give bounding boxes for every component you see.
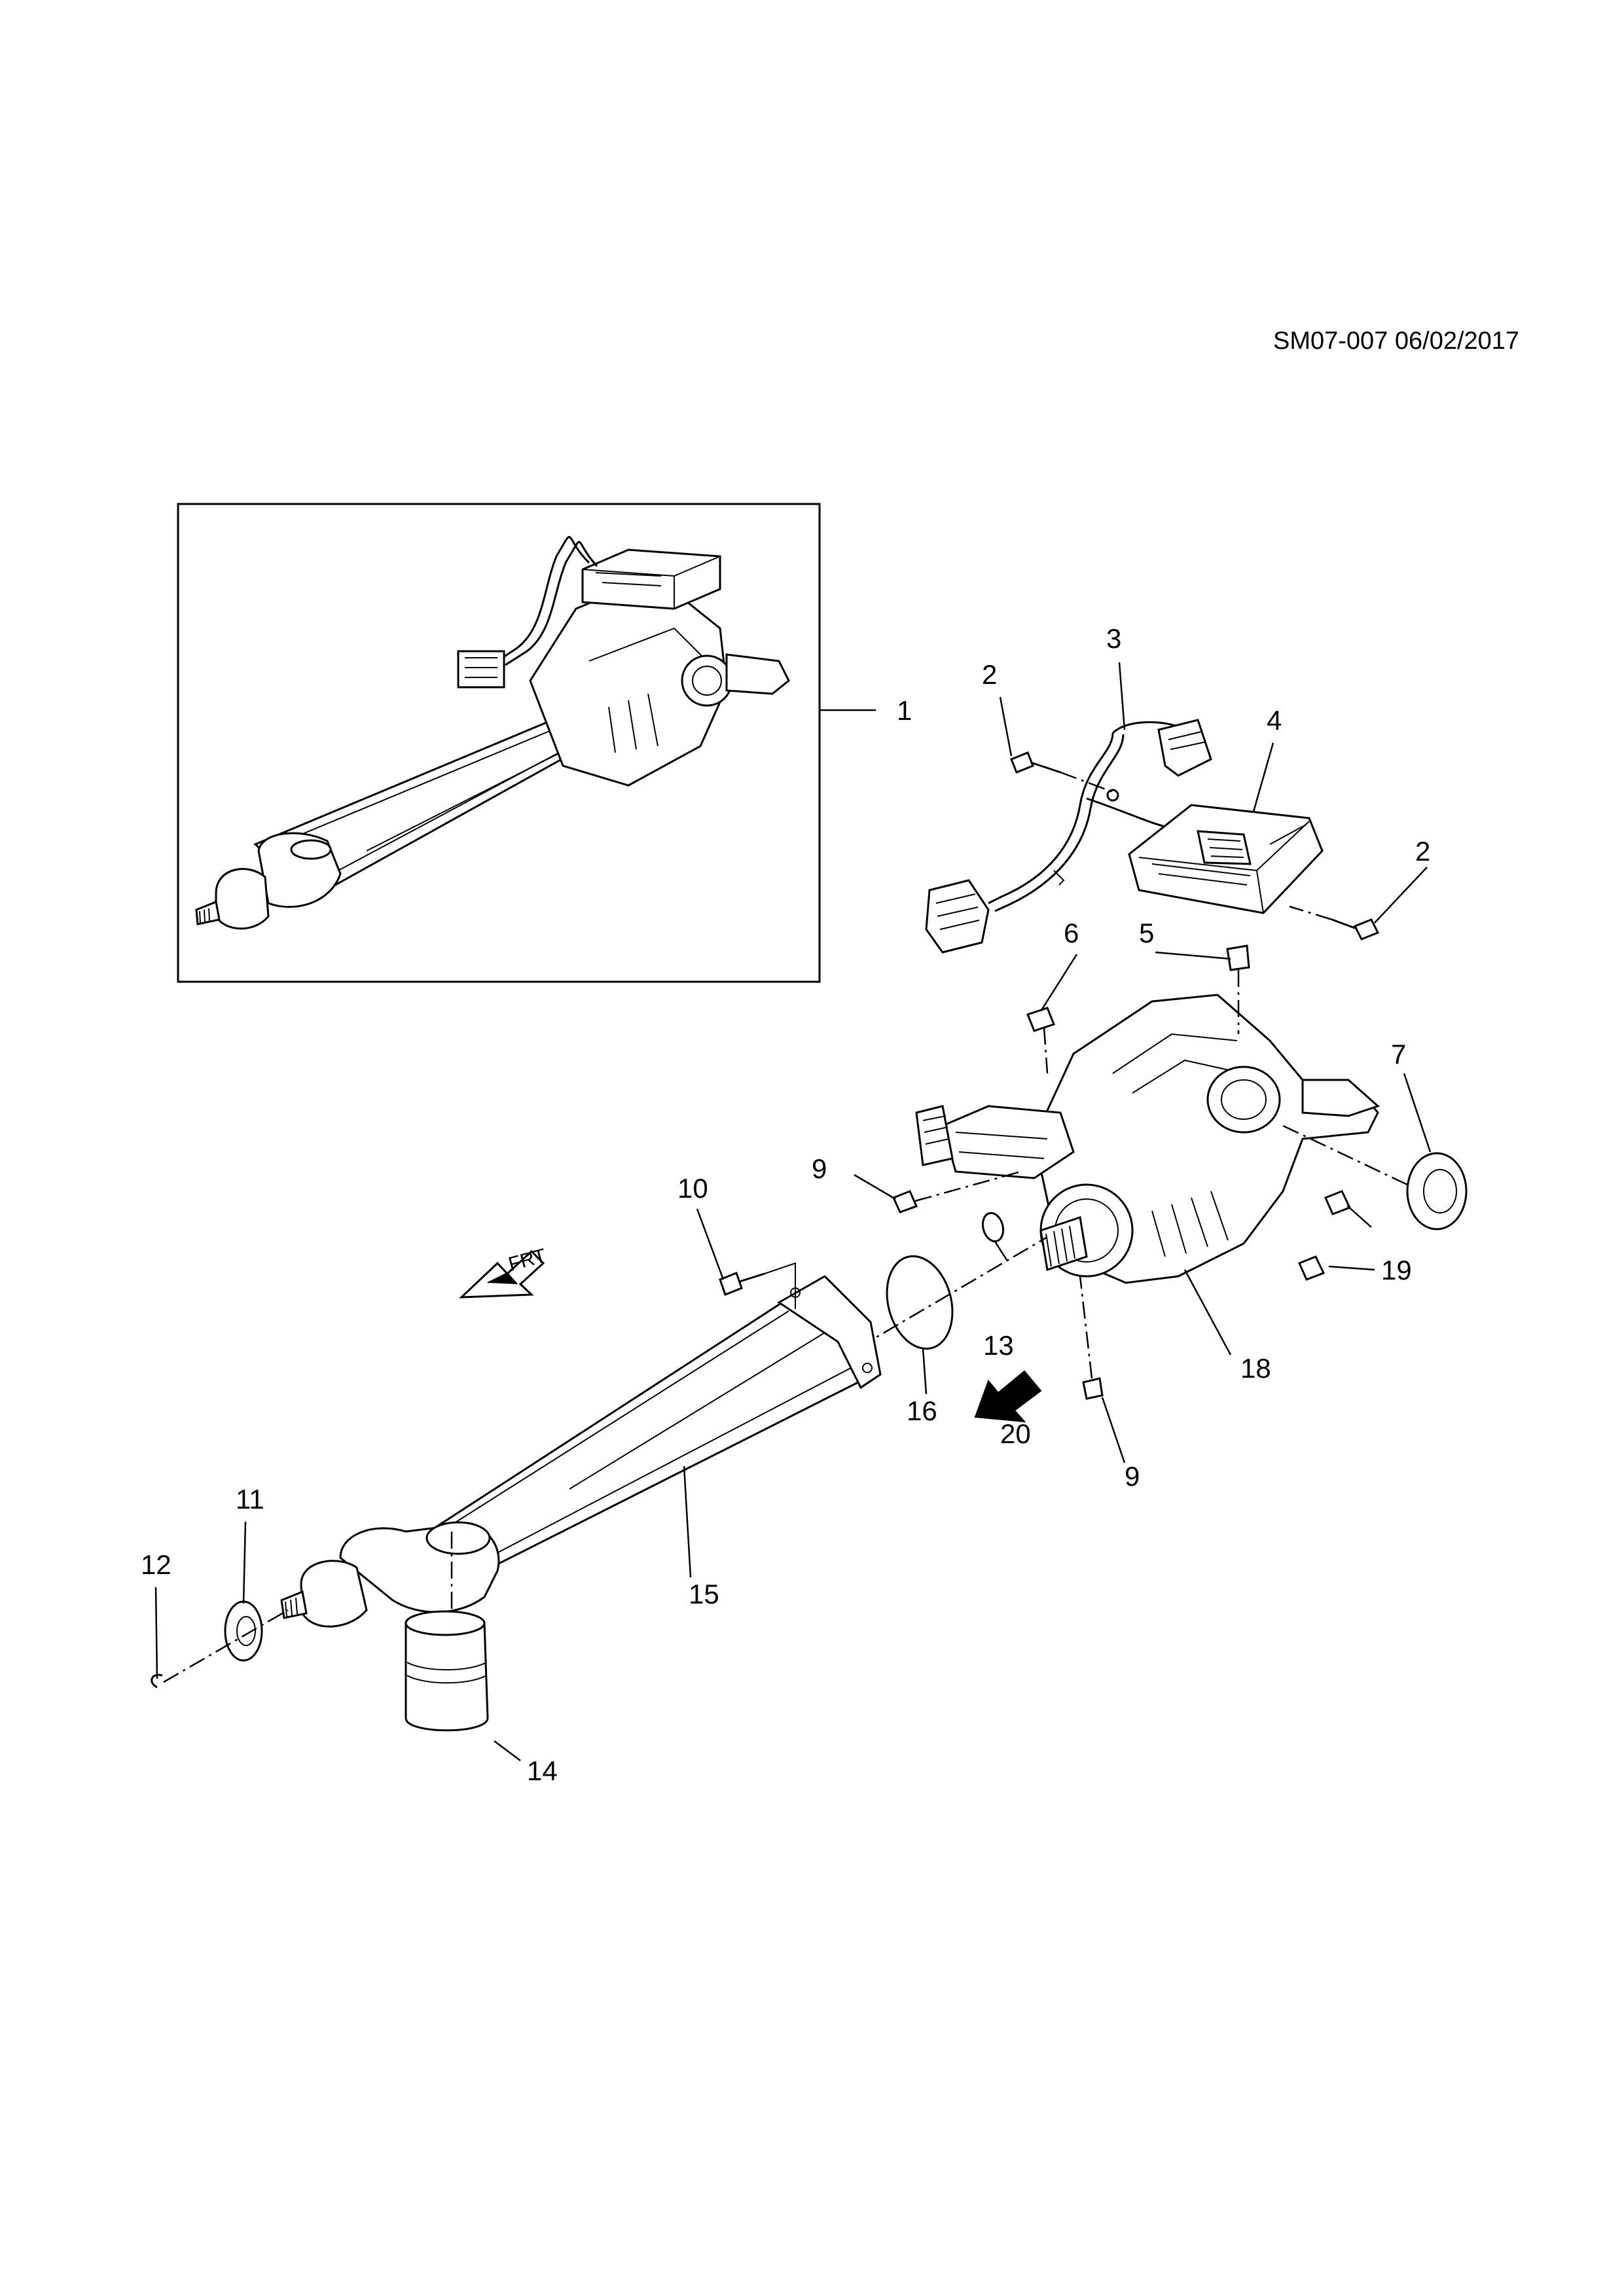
bolt-10 xyxy=(719,1262,796,1309)
plug-5 xyxy=(1226,944,1250,1034)
callout-12: 12 xyxy=(141,1549,171,1580)
control-module xyxy=(1128,804,1324,914)
callout-18: 18 xyxy=(1240,1353,1271,1384)
differential-housing xyxy=(915,994,1380,1284)
bolt-9-upper xyxy=(892,1170,1022,1213)
callout-2-right: 2 xyxy=(1415,836,1430,867)
callout-6: 6 xyxy=(1064,918,1079,948)
seal-11 xyxy=(224,1600,263,1662)
o-ring-13 xyxy=(981,1211,1005,1243)
callout-7: 7 xyxy=(1391,1039,1406,1069)
callout-14: 14 xyxy=(527,1755,558,1786)
leader-lines xyxy=(154,662,1432,1761)
callout-10: 10 xyxy=(677,1173,708,1204)
callout-20: 20 xyxy=(1000,1418,1031,1449)
frt-label: FRT xyxy=(506,1245,548,1276)
callout-3: 3 xyxy=(1106,623,1121,654)
callout-16: 16 xyxy=(907,1395,937,1426)
callout-4: 4 xyxy=(1267,705,1282,736)
callout-2-left: 2 xyxy=(982,659,997,690)
snap-ring-12 xyxy=(151,1609,289,1689)
bushing-14 xyxy=(405,1532,489,1732)
bolt-2-right xyxy=(1289,905,1380,941)
callout-9-lower: 9 xyxy=(1125,1461,1140,1492)
plug-6 xyxy=(1026,1007,1055,1074)
bolt-2-left xyxy=(1010,751,1113,793)
callout-13: 13 xyxy=(983,1330,1014,1361)
assembly-inset xyxy=(177,503,821,983)
seal-7 xyxy=(1282,1124,1468,1230)
bolt-9-lower xyxy=(1079,1276,1104,1400)
bolts-19 xyxy=(1298,1190,1352,1281)
callout-19: 19 xyxy=(1381,1255,1412,1285)
callout-1: 1 xyxy=(897,695,912,726)
callout-labels: 1 2 2 3 4 5 6 7 9 9 10 11 12 13 14 15 16… xyxy=(141,623,1430,1786)
callout-9-upper: 9 xyxy=(812,1153,827,1184)
callout-5: 5 xyxy=(1139,918,1154,948)
view-arrow-20 xyxy=(974,1370,1042,1423)
axle-beam xyxy=(280,1275,882,1628)
callout-11: 11 xyxy=(236,1484,264,1515)
document-reference: SM07-007 06/02/2017 xyxy=(1273,327,1520,355)
wiring-harness xyxy=(925,719,1212,954)
o-ring-16 xyxy=(886,1255,954,1350)
front-direction-arrow: FRT xyxy=(459,1245,549,1299)
callout-15: 15 xyxy=(689,1579,719,1609)
